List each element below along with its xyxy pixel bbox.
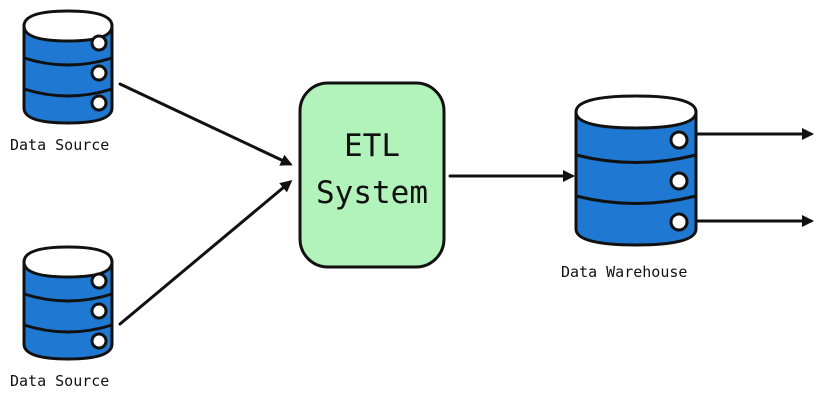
data-warehouse-label: Data Warehouse	[561, 263, 687, 281]
etl-system-label-line-1: ETL	[344, 128, 400, 164]
source-top-to-etl-arrow	[118, 82, 293, 166]
data-source-bottom-label: Data Source	[10, 372, 109, 390]
etl-system-box	[298, 81, 446, 269]
etl-system-label-line-2: System	[316, 175, 428, 211]
data-warehouse-icon	[574, 94, 698, 247]
data-source-top-icon	[22, 9, 114, 125]
source-bottom-to-etl-arrow	[118, 180, 293, 326]
data-source-bottom-icon	[22, 245, 114, 361]
data-source-top-label: Data Source	[10, 136, 109, 154]
